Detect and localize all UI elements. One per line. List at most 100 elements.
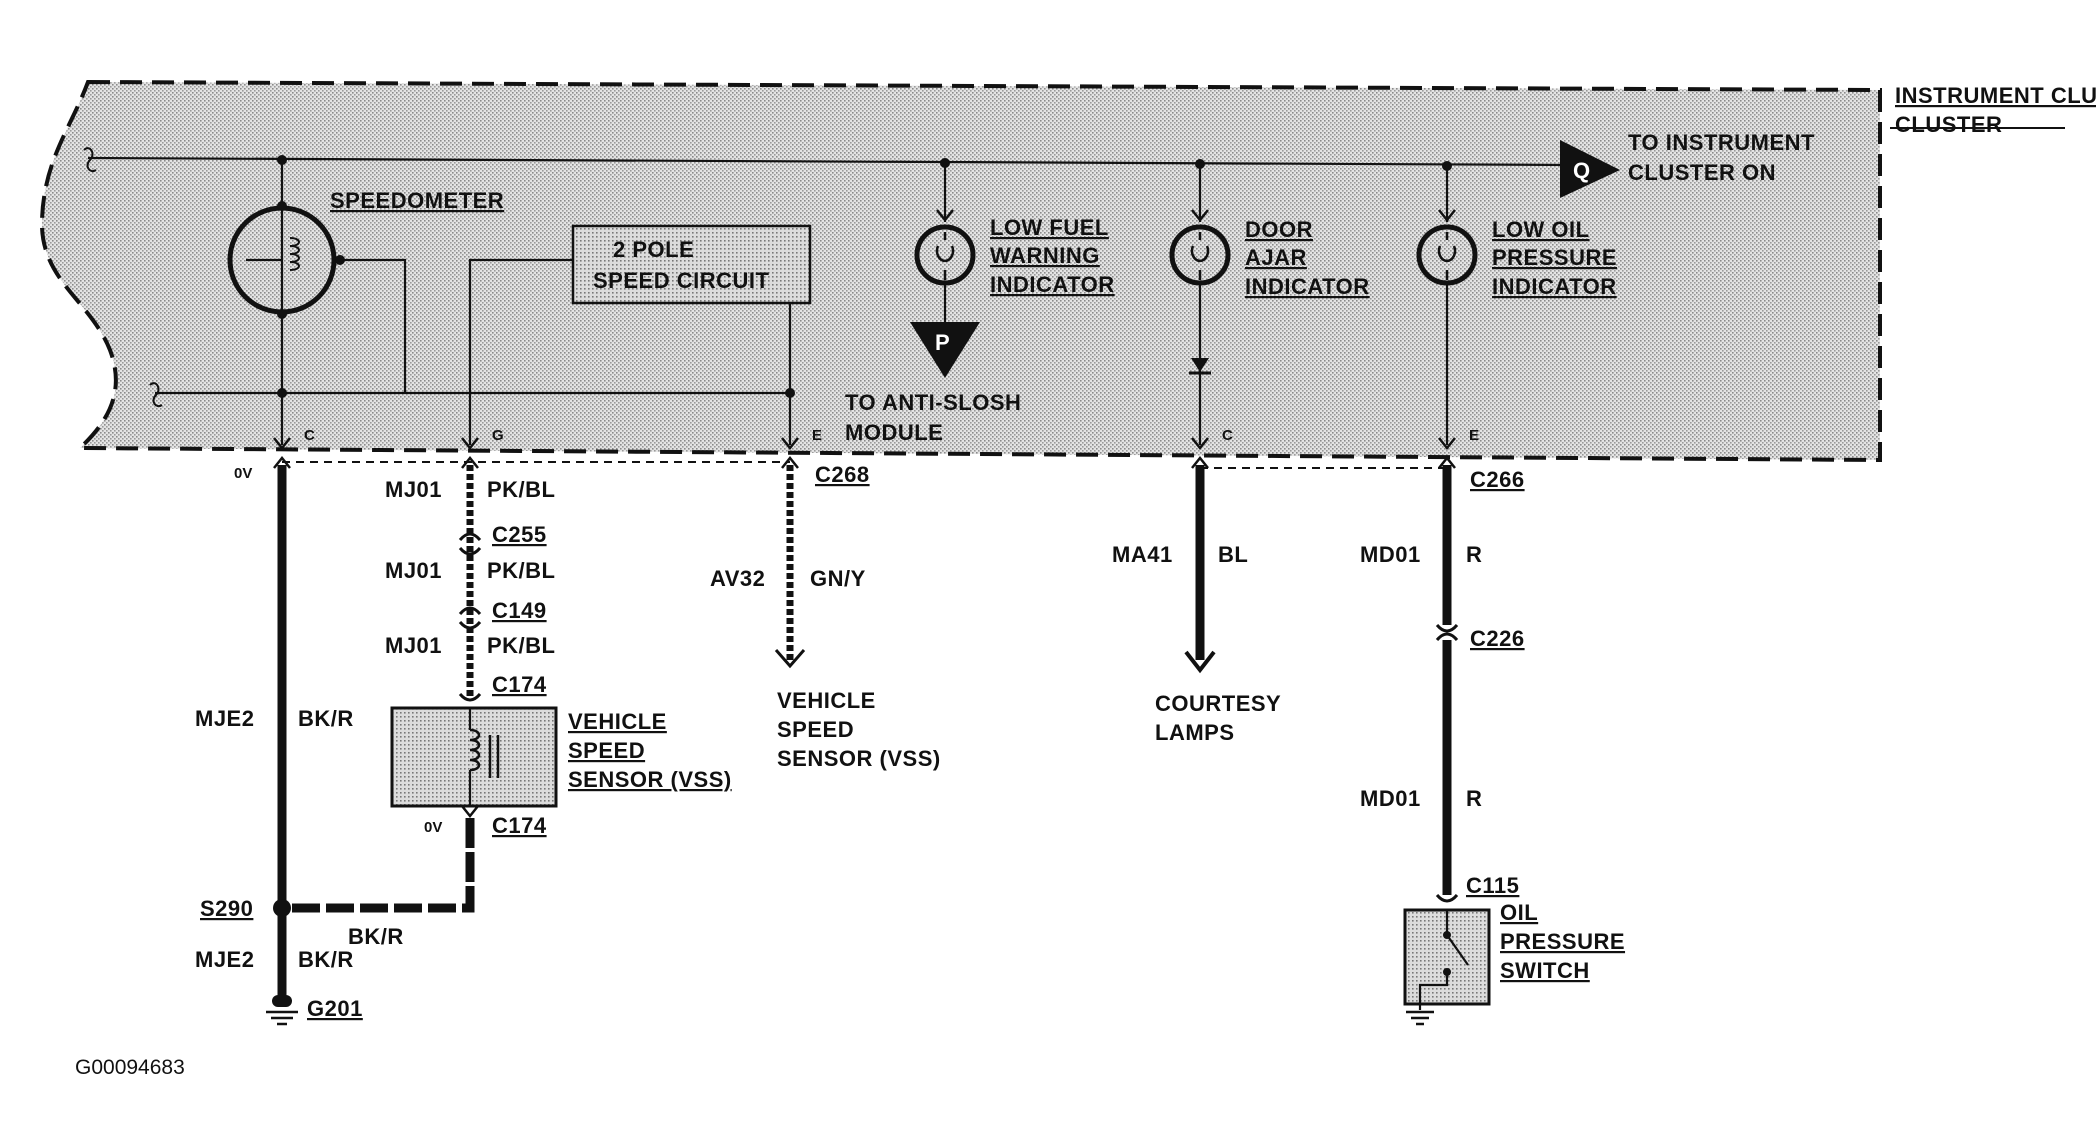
mje2-plug (273, 455, 291, 469)
to-cluster-on-1: TO INSTRUMENT (1628, 130, 1815, 155)
mj01-code-b: MJ01 (385, 558, 442, 583)
voltage-vss: 0V (424, 819, 442, 836)
courtesy-2: LAMPS (1155, 720, 1235, 745)
anti-slosh-2: MODULE (845, 420, 943, 445)
vss-coil-icon (469, 728, 481, 772)
oil-switch-3: SWITCH (1500, 958, 1590, 983)
flag-p-label: P (935, 330, 950, 355)
vss-remote-3: SENSOR (VSS) (777, 746, 941, 771)
oil-label-2: PRESSURE (1492, 245, 1617, 270)
oil-switch-1: OIL (1500, 900, 1538, 925)
c255-label: C255 (492, 522, 547, 547)
vss-sensor-box (390, 706, 558, 808)
av32-color: GN/Y (810, 566, 866, 591)
flag-q-label: Q (1573, 158, 1590, 183)
pin-arrow-e2 (1438, 437, 1456, 451)
instrument-cluster-title-2: CLUSTER (1895, 112, 2002, 137)
av32-plug (781, 455, 799, 469)
g201-label: G201 (307, 996, 363, 1021)
to-cluster-on-2: CLUSTER ON (1628, 160, 1776, 185)
c115-connector-icon (1435, 893, 1459, 903)
mj01-color-b: PK/BL (487, 558, 556, 583)
md01-plug-top (1438, 455, 1456, 469)
instrument-cluster-boundary (39, 79, 1882, 463)
oil-switch-pivot (1443, 931, 1451, 939)
splice-s290 (273, 899, 291, 917)
pin-e1: E (812, 427, 822, 444)
speedometer-label: SPEEDOMETER (330, 188, 504, 213)
ma41-color: BL (1218, 542, 1248, 567)
mj01-color-c: PK/BL (487, 633, 556, 658)
pin-g: G (492, 427, 504, 444)
vss-remote-1: VEHICLE (777, 688, 876, 713)
splice-e (785, 388, 795, 398)
speed-circuit-box (571, 224, 812, 305)
md01-color-a: R (1466, 542, 1482, 567)
fuel-label-2: WARNING (990, 243, 1100, 268)
av32-code: AV32 (710, 566, 765, 591)
c149-label: C149 (492, 598, 547, 623)
door-pin-arrow (1191, 209, 1209, 223)
courtesy-1: COURTESY (1155, 691, 1281, 716)
oil-switch-2: PRESSURE (1500, 929, 1625, 954)
bus-break-bottom (149, 382, 163, 407)
md01-code-a: MD01 (1360, 542, 1421, 567)
door-filament (1190, 232, 1210, 280)
c149-connector-icon (458, 606, 482, 630)
flag-q-arrow (1560, 140, 1620, 198)
c174b-pin-arrow (461, 805, 479, 819)
c266-label: C266 (1470, 467, 1525, 492)
oil-filament (1437, 232, 1457, 280)
splice-bkr-wire (292, 820, 475, 913)
document-id: G00094683 (75, 1056, 185, 1079)
speedometer-coil (289, 237, 300, 271)
fuel-label-3: INDICATOR (990, 272, 1115, 297)
bus-break-top (83, 147, 97, 172)
c174a-connector-icon (458, 692, 482, 702)
anti-slosh-1: TO ANTI-SLOSH (845, 390, 1021, 415)
mj01-plug-top (461, 455, 479, 469)
vss-local-3: SENSOR (VSS) (568, 767, 732, 792)
fuel-filament (935, 232, 955, 280)
door-diode-icon (1191, 358, 1209, 372)
speed-circuit-label-1: 2 POLE (613, 237, 694, 262)
pin-arrow-e1 (781, 437, 799, 451)
pin-c1: C (304, 427, 315, 444)
ma41-plug (1191, 455, 1209, 469)
mje2-color-b: BK/R (298, 947, 354, 972)
c174b-label: C174 (492, 813, 547, 838)
pin-e2: E (1469, 427, 1479, 444)
mj01-code-c: MJ01 (385, 633, 442, 658)
c174a-label: C174 (492, 672, 547, 697)
vss-remote-2: SPEED (777, 717, 854, 742)
oil-label-3: INDICATOR (1492, 274, 1617, 299)
av32-arrow (774, 649, 806, 669)
oil-label-1: LOW OIL (1492, 217, 1590, 242)
pin-arrow-c1 (273, 437, 291, 451)
pin-arrow-g (461, 437, 479, 451)
speed-circuit-g-wire (468, 258, 573, 445)
md01-color-b: R (1466, 786, 1482, 811)
door-label-1: DOOR (1245, 217, 1313, 242)
instrument-cluster-title: INSTRUMENT CLUSTER (1895, 83, 2096, 108)
door-label-2: AJAR (1245, 245, 1307, 270)
speedo-signal (340, 258, 407, 393)
mje2-code-a: MJE2 (195, 706, 254, 731)
s290-label: S290 (200, 896, 253, 921)
fuel-label-1: LOW FUEL (990, 215, 1109, 240)
power-bus (87, 156, 1571, 167)
c115-label: C115 (1466, 873, 1519, 898)
oil-switch-ground-lead (1418, 972, 1449, 1010)
c268-label: C268 (815, 462, 870, 487)
voltage-top: 0V (234, 465, 252, 482)
mj01-color-a: PK/BL (487, 477, 556, 502)
c255-connector-icon (458, 532, 482, 556)
vss-local-1: VEHICLE (568, 709, 667, 734)
mje2-code-b: MJE2 (195, 947, 254, 972)
vss-local-2: SPEED (568, 738, 645, 763)
splice-color: BK/R (348, 924, 404, 949)
oil-switch-blade (1446, 934, 1469, 966)
pin-arrow-c2 (1191, 437, 1209, 451)
splice-speedo-bottom (277, 388, 287, 398)
